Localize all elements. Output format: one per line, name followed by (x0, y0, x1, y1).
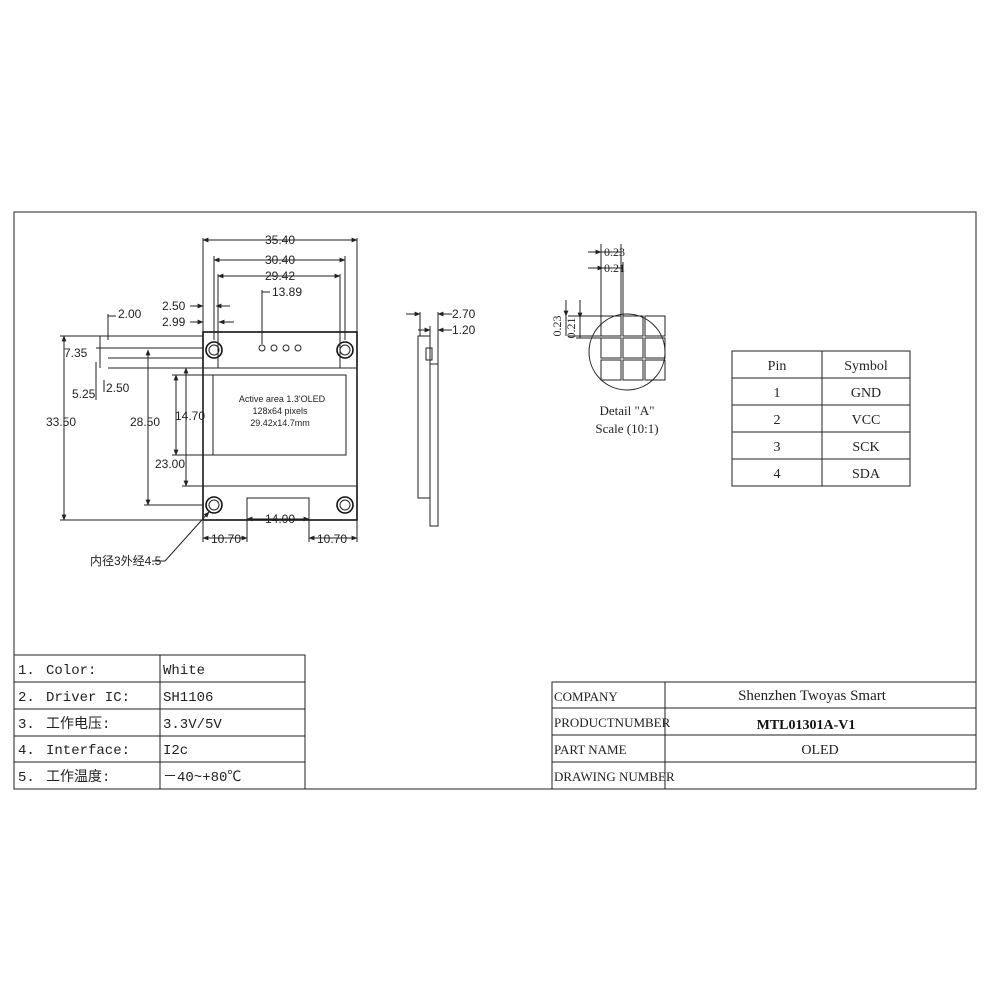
spec-2-label: Driver IC: (46, 690, 130, 706)
title-partname-label: PART NAME (554, 742, 627, 757)
header-pin-4 (294, 344, 302, 352)
spec-1-label: Color: (46, 663, 96, 679)
spec-table: 1. Color: White 2. Driver IC: SH1106 3. … (13, 654, 306, 790)
front-view: Active area 1.3'OLED 128x64 pixels 29.42… (46, 233, 358, 568)
pin-row-2-symbol: VCC (852, 413, 881, 428)
pin-row-1-symbol: GND (851, 386, 881, 401)
side-glass (429, 363, 439, 527)
spec-3-label: 工作电压: (46, 716, 110, 733)
pin-row-2-pin: 2 (774, 413, 781, 428)
header-pin-1 (258, 344, 266, 352)
dim-glass-thickness: 1.20 (452, 323, 476, 337)
spec-4-value: I2c (163, 743, 188, 759)
spec-2-value: SH1106 (163, 690, 213, 706)
pin-table: Pin Symbol 1 GND 2 VCC 3 SCK 4 SDA (731, 350, 911, 487)
detail-view: 0.23 0.21 0.23 0.21 Detail "A" Scale (10… (550, 244, 666, 436)
dim-hole-pitch-y: 28.50 (130, 415, 160, 429)
dim-pixel-width: 0.23 (604, 245, 625, 259)
sheet-border (13, 211, 977, 790)
mounting-hole-tr (336, 341, 354, 359)
dim-glass-height: 23.00 (155, 457, 185, 471)
pin-table-header-symbol: Symbol (844, 359, 888, 374)
pin-row-3-symbol: SCK (852, 440, 879, 455)
dim-area-left2: 2.50 (106, 381, 130, 395)
pin-row-4-symbol: SDA (852, 467, 881, 482)
spec-3-num: 3. (18, 717, 35, 733)
spec-2-num: 2. (18, 690, 35, 706)
spec-1-num: 1. (18, 663, 35, 679)
header-pin-3 (282, 344, 290, 352)
title-partname-value: OLED (801, 743, 838, 758)
flex-connector (246, 497, 310, 520)
spec-5-num: 5. (18, 770, 35, 786)
spec-1-value: White (163, 663, 205, 679)
pin-row-1-pin: 1 (774, 386, 781, 401)
mounting-hole-bl (205, 496, 223, 514)
dim-pixel-gap: 0.21 (604, 261, 625, 275)
hole-note: 内径3外经4.5 (90, 554, 162, 568)
dim-area-height: 14.70 (175, 409, 205, 423)
dim-edge-to-hole: 2.99 (162, 315, 186, 329)
active-area (212, 374, 347, 456)
detail-label: Detail "A" (599, 403, 654, 418)
dim-pin-offset: 13.89 (272, 285, 302, 299)
dim-glass-width: 29.42 (265, 269, 295, 283)
pin-row-3-pin: 3 (774, 440, 781, 455)
title-productnumber-label: PRODUCTNUMBER (554, 715, 671, 730)
dim-bottom-left: 10.70 (211, 532, 241, 546)
spec-5-value: －40~+80℃ (163, 770, 241, 786)
glass-outline (202, 367, 358, 487)
side-header (425, 347, 433, 361)
dim-thickness: 2.70 (452, 307, 476, 321)
pin-row-4-pin: 4 (774, 467, 781, 482)
title-company-label: COMPANY (554, 689, 618, 704)
spec-4-num: 4. (18, 743, 35, 759)
mounting-hole-tl (205, 341, 223, 359)
pin-table-header-pin: Pin (768, 359, 787, 374)
detail-scale: Scale (10:1) (595, 421, 658, 436)
dim-overall-width: 35.40 (265, 233, 295, 247)
dim-hole-pitch-x: 30.40 (265, 253, 295, 267)
dim-pixel-gap-v: 0.21 (564, 318, 578, 339)
spec-5-label: 工作温度: (46, 769, 110, 786)
active-area-line3: 29.42x14.7mm (250, 418, 310, 428)
title-company-value: Shenzhen Twoyas Smart (738, 688, 887, 704)
dim-edge-to-glass: 2.50 (162, 299, 186, 313)
title-productnumber-value: MTL01301A-V1 (757, 718, 856, 733)
side-view: 2.70 1.20 (406, 307, 476, 527)
dim-left-offset: 2.00 (118, 307, 142, 321)
mounting-hole-br (336, 496, 354, 514)
dim-area-left: 5.25 (72, 387, 96, 401)
active-area-line2: 128x64 pixels (252, 406, 308, 416)
dim-overall-height: 33.50 (46, 415, 76, 429)
dim-pixel-height: 0.23 (550, 316, 564, 337)
title-drawingnumber-label: DRAWING NUMBER (554, 769, 675, 784)
spec-3-value: 3.3V/5V (163, 717, 222, 733)
header-pin-2 (270, 344, 278, 352)
dim-top-to-area: 7.35 (64, 346, 88, 360)
title-block: COMPANY Shenzhen Twoyas Smart PRODUCTNUM… (551, 681, 977, 790)
spec-4-label: Interface: (46, 743, 130, 759)
active-area-line1: Active area 1.3'OLED (239, 394, 326, 404)
dim-bottom-right: 10.70 (317, 532, 347, 546)
dim-connector-width: 14.00 (265, 512, 295, 526)
detail-circle (588, 313, 666, 391)
